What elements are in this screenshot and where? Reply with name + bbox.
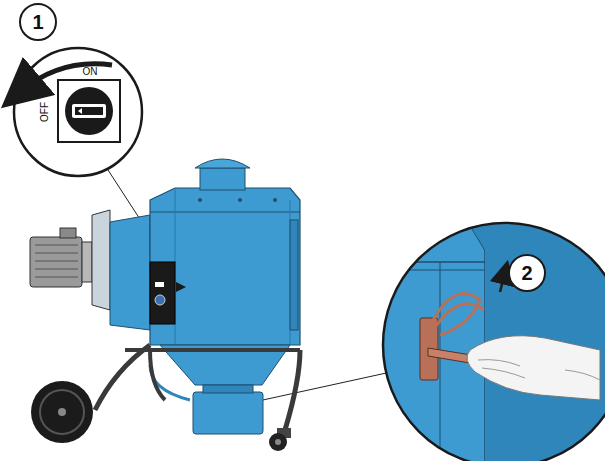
switch-label: ON (83, 67, 98, 77)
callout-number: 1 (32, 12, 43, 32)
switch-label: OFF (40, 102, 50, 122)
callout-number: 2 (521, 263, 532, 283)
